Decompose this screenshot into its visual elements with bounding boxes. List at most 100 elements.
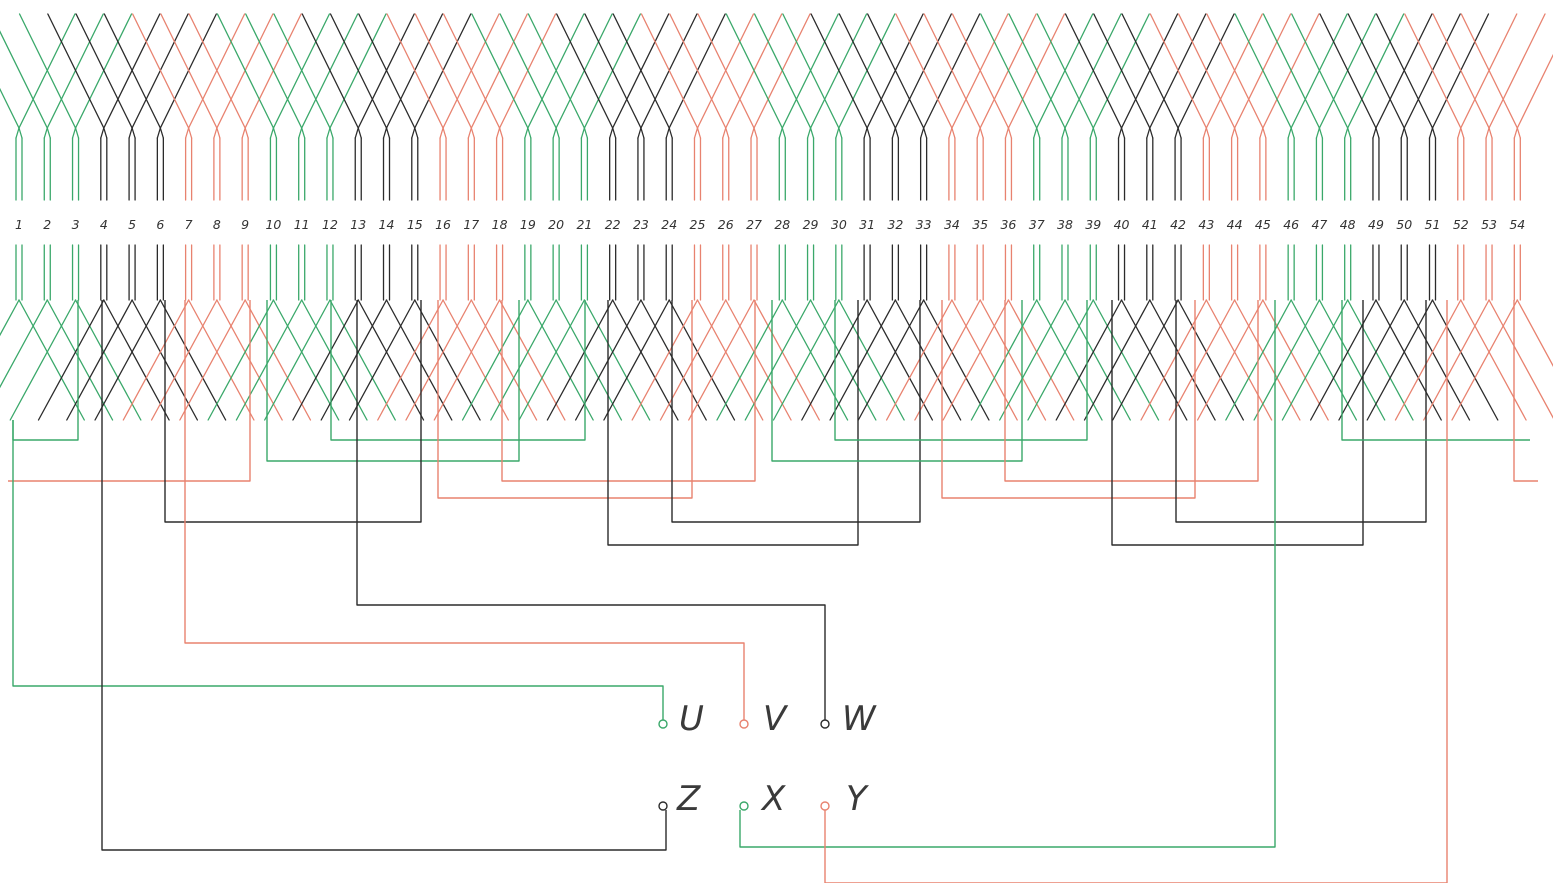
end-connection-bottom (470, 299, 538, 421)
coil-head (241, 127, 246, 139)
coil-head (1287, 127, 1292, 139)
slot-number: 36 (1000, 217, 1016, 232)
slot-number: 11 (294, 217, 310, 232)
coil-head (1259, 127, 1264, 139)
end-connection-top (838, 13, 897, 129)
end-connection-bottom (583, 299, 651, 421)
end-connection-top (1008, 13, 1066, 129)
end-connection-top (188, 13, 246, 129)
end-connection-bottom (1310, 299, 1377, 421)
coil-head (128, 127, 133, 139)
lead-w (356, 300, 826, 720)
coil-head (1315, 127, 1321, 139)
coil-head (442, 127, 447, 139)
end-connection-top (414, 13, 472, 129)
end-connection-top (0, 30, 48, 129)
end-connection-bottom (235, 299, 303, 421)
end-connection-bottom (272, 299, 340, 421)
end-connection-top (216, 13, 275, 129)
slot-number: 8 (213, 217, 221, 232)
end-connection-top (47, 13, 105, 129)
end-connection-bottom (187, 299, 255, 421)
slot-number: 53 (1481, 217, 1497, 232)
end-connection-bottom (9, 299, 77, 421)
end-connection-bottom (1338, 299, 1405, 421)
end-connection-top (273, 13, 331, 129)
coil-head (1146, 127, 1151, 139)
coil-head (835, 127, 840, 139)
end-connection-bottom (696, 299, 764, 421)
end-connection-bottom (159, 299, 227, 421)
coil-head (1202, 127, 1207, 139)
terminal-w-dot (820, 719, 830, 729)
slot-number: 38 (1057, 217, 1073, 232)
coil-head (1117, 127, 1123, 139)
terminal-u: U (658, 699, 704, 739)
coil-head (1290, 127, 1295, 139)
end-connection-top (160, 13, 218, 129)
slot-number: 5 (128, 217, 136, 232)
coil-head (527, 127, 532, 139)
end-connection-top (556, 13, 614, 129)
end-connection-top (1291, 13, 1349, 129)
coil-head (1403, 127, 1408, 139)
terminal-u-dot (658, 719, 668, 729)
terminal-z-label: Z (676, 779, 701, 819)
end-connection-bottom (377, 299, 444, 421)
end-connection-bottom (894, 299, 962, 421)
end-connection-top (782, 13, 840, 129)
coil-head (269, 127, 275, 139)
end-connection-top (1432, 13, 1490, 129)
end-connection-bottom (74, 299, 142, 421)
end-connection-bottom (498, 299, 566, 421)
coil-head (863, 127, 868, 139)
end-connection-bottom (433, 299, 501, 421)
slot-number: 45 (1255, 217, 1271, 232)
group-link (330, 300, 586, 441)
coil-head (552, 127, 557, 139)
coil-head (1318, 127, 1324, 139)
end-connection-top (1177, 13, 1236, 129)
terminal-v: V (739, 699, 789, 739)
slot-number: 37 (1029, 217, 1045, 232)
end-connection-top (1206, 13, 1264, 129)
slot-number: 47 (1311, 217, 1327, 232)
end-connection-bottom (1055, 299, 1123, 421)
end-connection-bottom (979, 299, 1047, 421)
end-connection-top (1488, 13, 1546, 129)
slot-number: 42 (1170, 217, 1186, 232)
coil-head (354, 127, 359, 139)
end-connection-bottom (951, 299, 1018, 421)
coil-head (1428, 127, 1434, 139)
coil-head (922, 127, 928, 139)
terminal-w: W (820, 699, 877, 739)
lead-v (184, 300, 745, 720)
group-link (266, 300, 520, 462)
end-connection-bottom (320, 299, 388, 421)
coil-head (498, 127, 504, 139)
slot-number: 7 (185, 217, 193, 232)
end-connection-bottom (725, 299, 792, 421)
slot-number: 27 (746, 217, 762, 232)
end-connection-top (1036, 13, 1094, 129)
slot-number: 2 (43, 217, 51, 232)
coil-head (665, 127, 670, 139)
end-connection-bottom (414, 299, 481, 421)
end-connection-bottom (1488, 299, 1553, 419)
coil-head (637, 127, 642, 139)
end-connection-bottom (829, 299, 897, 421)
coil-head (1344, 127, 1349, 139)
terminal-x: X (739, 779, 786, 819)
coil-head (809, 127, 815, 139)
end-connection-bottom (1366, 299, 1434, 421)
end-connection-bottom (1262, 299, 1329, 421)
end-connection-bottom (1347, 299, 1414, 421)
slot-number: 22 (605, 217, 621, 232)
coil-head (1372, 127, 1377, 139)
end-connection-bottom (527, 299, 594, 421)
end-connection-top (669, 13, 727, 129)
end-connection-bottom (688, 299, 755, 421)
slot-number: 14 (379, 217, 395, 232)
coil-head (1092, 127, 1097, 139)
end-connection-bottom (1092, 299, 1160, 421)
